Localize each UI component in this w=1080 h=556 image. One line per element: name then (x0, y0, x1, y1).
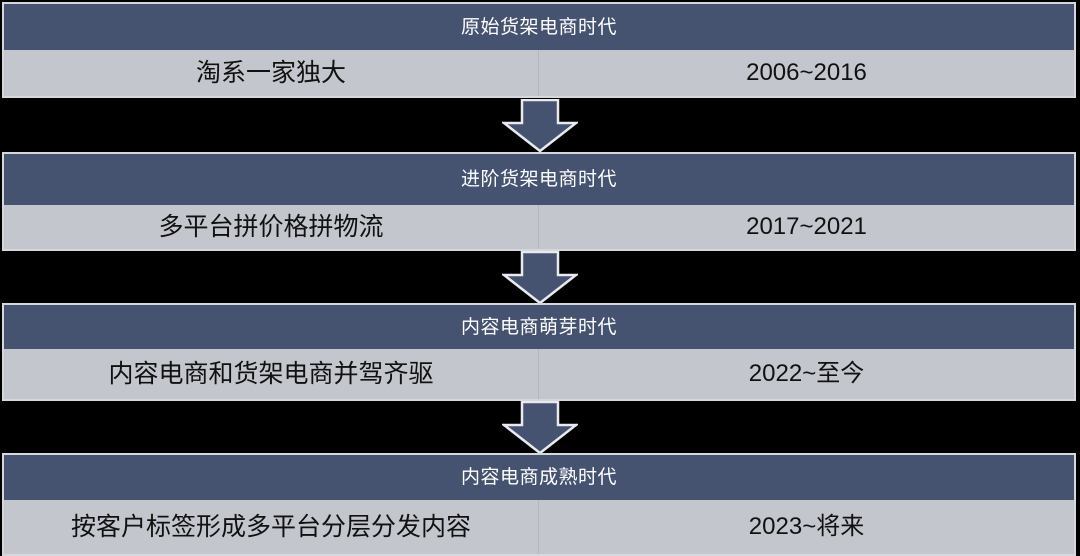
stage-description-cell-2: 多平台拼价格拼物流 (4, 205, 539, 249)
connector-arrow-3 (502, 401, 578, 455)
stage-block-1: 原始货架电商时代 淘系一家独大 2006~2016 (2, 2, 1076, 98)
stage-row-2: 多平台拼价格拼物流 2017~2021 (2, 205, 1076, 251)
stage-period-cell-2: 2017~2021 (539, 205, 1074, 249)
down-arrow-icon (502, 251, 578, 305)
stage-block-3: 内容电商萌芽时代 内容电商和货架电商并驾齐驱 2022~至今 (2, 303, 1076, 401)
stage-row-4: 按客户标签形成多平台分层分发内容 2023~将来 (2, 500, 1076, 556)
stage-period-cell-4: 2023~将来 (539, 500, 1074, 554)
stage-period-1: 2006~2016 (746, 59, 867, 86)
down-arrow-icon (502, 99, 578, 153)
stage-period-4: 2023~将来 (748, 513, 865, 540)
stage-title-2: 进阶货架电商时代 (460, 169, 617, 190)
stage-header-3: 内容电商萌芽时代 (2, 303, 1076, 349)
stage-description-cell-3: 内容电商和货架电商并驾齐驱 (4, 349, 539, 399)
connector-arrow-1 (502, 99, 578, 153)
stage-row-3: 内容电商和货架电商并驾齐驱 2022~至今 (2, 349, 1076, 401)
down-arrow-icon (502, 401, 578, 455)
stage-period-2: 2017~2021 (746, 213, 867, 240)
stage-title-3: 内容电商萌芽时代 (460, 316, 617, 338)
stage-period-cell-3: 2022~至今 (539, 349, 1074, 399)
stage-block-2: 进阶货架电商时代 多平台拼价格拼物流 2017~2021 (2, 152, 1076, 251)
stage-description-3: 内容电商和货架电商并驾齐驱 (108, 359, 434, 388)
stage-header-1: 原始货架电商时代 (2, 2, 1076, 50)
stage-header-4: 内容电商成熟时代 (2, 453, 1076, 500)
connector-arrow-2 (502, 251, 578, 305)
stage-title-1: 原始货架电商时代 (460, 16, 617, 38)
stage-block-4: 内容电商成熟时代 按客户标签形成多平台分层分发内容 2023~将来 (2, 453, 1076, 556)
stage-description-2: 多平台拼价格拼物流 (158, 212, 384, 241)
stage-title-4: 内容电商成熟时代 (460, 467, 617, 488)
stage-description-cell-1: 淘系一家独大 (4, 50, 539, 96)
stage-description-cell-4: 按客户标签形成多平台分层分发内容 (4, 500, 539, 554)
stage-period-3: 2022~至今 (748, 360, 865, 387)
stage-description-1: 淘系一家独大 (195, 58, 346, 87)
stage-header-2: 进阶货架电商时代 (2, 152, 1076, 205)
stage-description-4: 按客户标签形成多平台分层分发内容 (70, 512, 471, 541)
stage-row-1: 淘系一家独大 2006~2016 (2, 50, 1076, 98)
stage-period-cell-1: 2006~2016 (539, 50, 1074, 96)
